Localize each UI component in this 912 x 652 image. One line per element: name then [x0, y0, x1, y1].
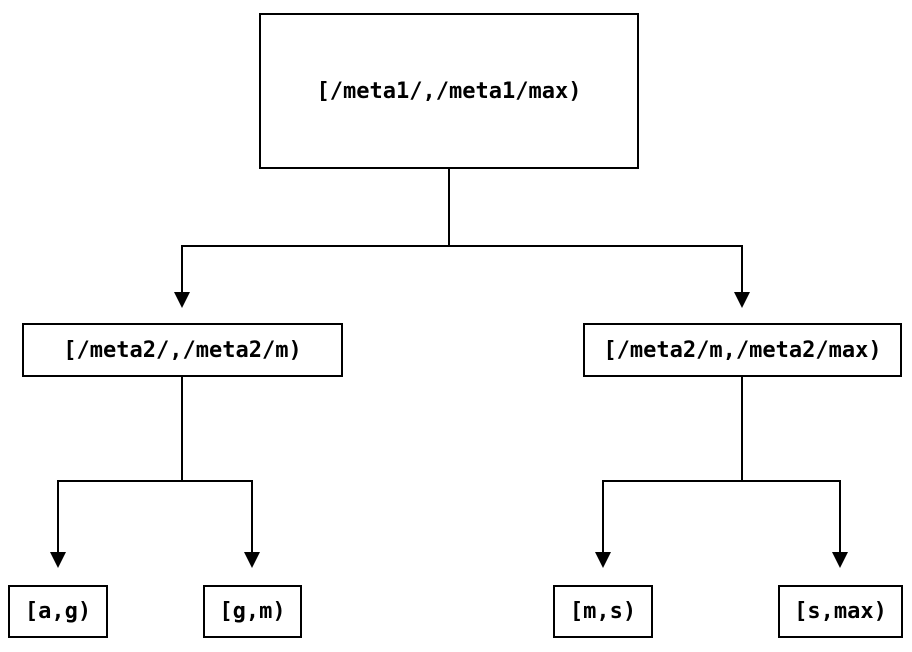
edge-level2-left-crossbar-line [57, 480, 253, 482]
meta2-left-interval-label: [/meta2/,/meta2/m) [63, 337, 302, 363]
arrow-down-icon [174, 292, 190, 308]
edge-meta2-right-stem-line [741, 377, 743, 481]
edge-root-stem-line [448, 169, 450, 247]
edge-level2-right-right-drop-line [839, 480, 841, 552]
leaf-range-ms-label: [m,s) [569, 599, 637, 624]
arrow-down-icon [734, 292, 750, 308]
leaf-range-ag-label: [a,g) [24, 599, 92, 624]
root-interval-node: [/meta1/,/meta1/max) [259, 13, 639, 169]
edge-level1-left-drop-line [181, 245, 183, 292]
meta2-right-interval-label: [/meta2/m,/meta2/max) [603, 337, 882, 363]
leaf-range-smax-node: [s,max) [778, 585, 903, 638]
edge-level2-left-right-drop-line [251, 480, 253, 552]
root-interval-label: [/meta1/,/meta1/max) [316, 78, 582, 104]
edge-level2-left-left-drop-line [57, 480, 59, 552]
edge-level2-right-left-drop-line [602, 480, 604, 552]
leaf-range-ms-node: [m,s) [553, 585, 653, 638]
arrow-down-icon [595, 552, 611, 568]
leaf-range-smax-label: [s,max) [794, 599, 887, 624]
leaf-range-gm-label: [g,m) [219, 599, 286, 624]
meta2-right-interval-node: [/meta2/m,/meta2/max) [583, 323, 902, 377]
leaf-range-ag-node: [a,g) [8, 585, 108, 638]
arrow-down-icon [832, 552, 848, 568]
meta2-left-interval-node: [/meta2/,/meta2/m) [22, 323, 343, 377]
edge-level1-right-drop-line [741, 245, 743, 292]
edge-level1-crossbar-line [181, 245, 743, 247]
leaf-range-gm-node: [g,m) [203, 585, 302, 638]
edge-level2-right-crossbar-line [602, 480, 841, 482]
arrow-down-icon [244, 552, 260, 568]
edge-meta2-left-stem-line [181, 377, 183, 481]
arrow-down-icon [50, 552, 66, 568]
